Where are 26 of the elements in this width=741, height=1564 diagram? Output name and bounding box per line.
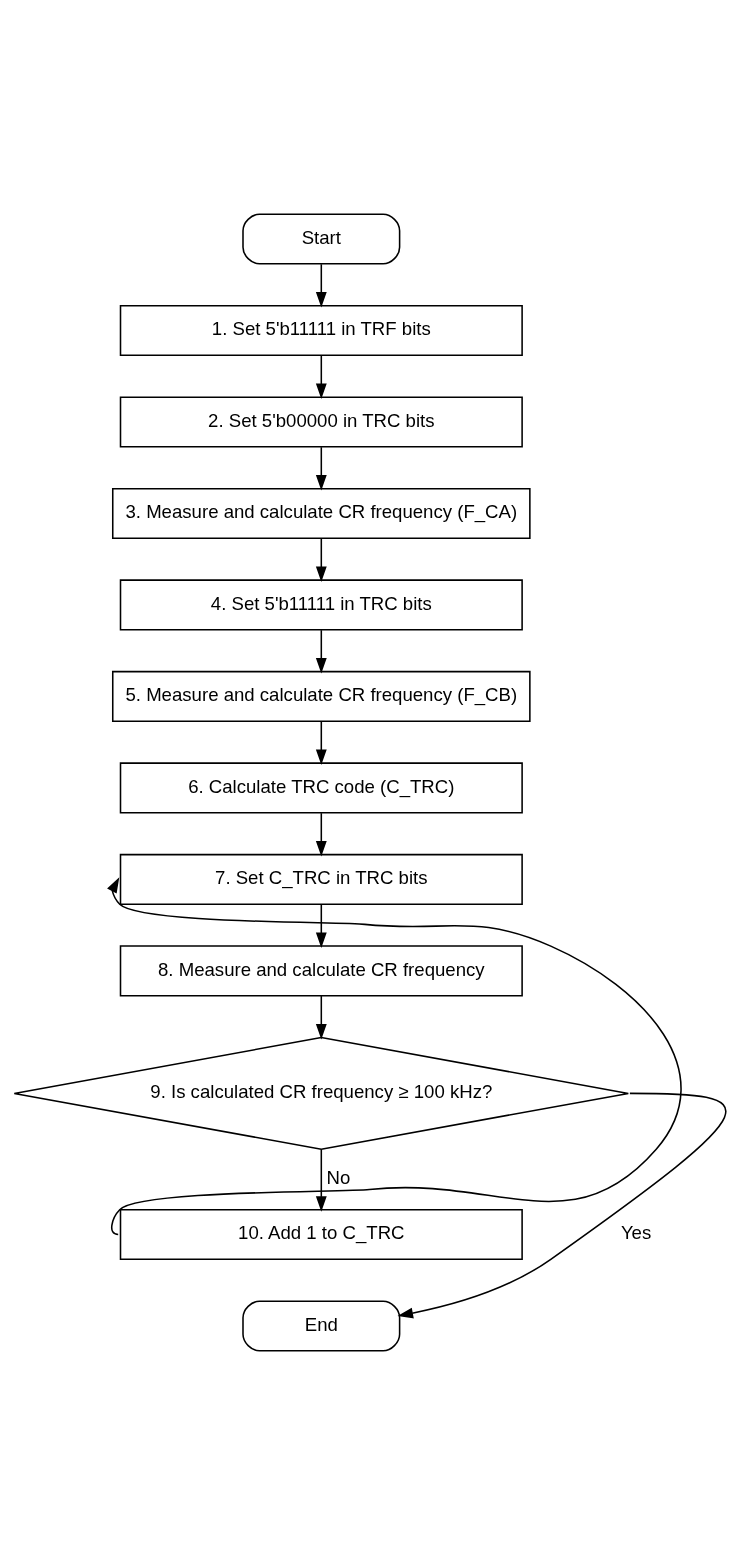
arrow xyxy=(315,537,327,582)
edge-label: Yes xyxy=(620,1221,652,1243)
node-box: End xyxy=(242,1299,401,1352)
node-box: 7. Set C_TRC in TRC bits xyxy=(119,853,523,905)
node-box: 1. Set 5'b11111 in TRF bits xyxy=(119,304,523,356)
arrow xyxy=(315,354,327,399)
node-box: 5. Measure and calculate CR frequency (F_CB) xyxy=(111,670,531,722)
node-box: 4. Set 5'b11111 in TRC bits xyxy=(119,578,523,631)
arrow xyxy=(315,1148,327,1212)
arrow xyxy=(315,720,327,765)
node-box: 8. Measure and calculate CR frequency xyxy=(119,944,523,996)
arrow xyxy=(315,628,327,673)
edge-label: No xyxy=(326,1166,351,1188)
arrow xyxy=(315,903,327,948)
node-box: 3. Measure and calculate CR frequency (F_CA) xyxy=(111,487,531,539)
arrow xyxy=(315,262,327,308)
arrow xyxy=(315,811,327,856)
node-box: 10. Add 1 to C_TRC xyxy=(119,1208,523,1260)
node-diamond: 9. Is calculated CR frequency ≥ 100 kHz? xyxy=(13,1036,630,1150)
arrow xyxy=(107,876,682,1235)
node-box: 2. Set 5'b00000 in TRC bits xyxy=(119,395,523,448)
arrow xyxy=(315,994,327,1039)
node-box: Start xyxy=(242,212,401,265)
arrow xyxy=(315,445,327,490)
arrow xyxy=(397,1092,727,1318)
node-box: 6. Calculate TRC code (C_TRC) xyxy=(119,761,523,813)
